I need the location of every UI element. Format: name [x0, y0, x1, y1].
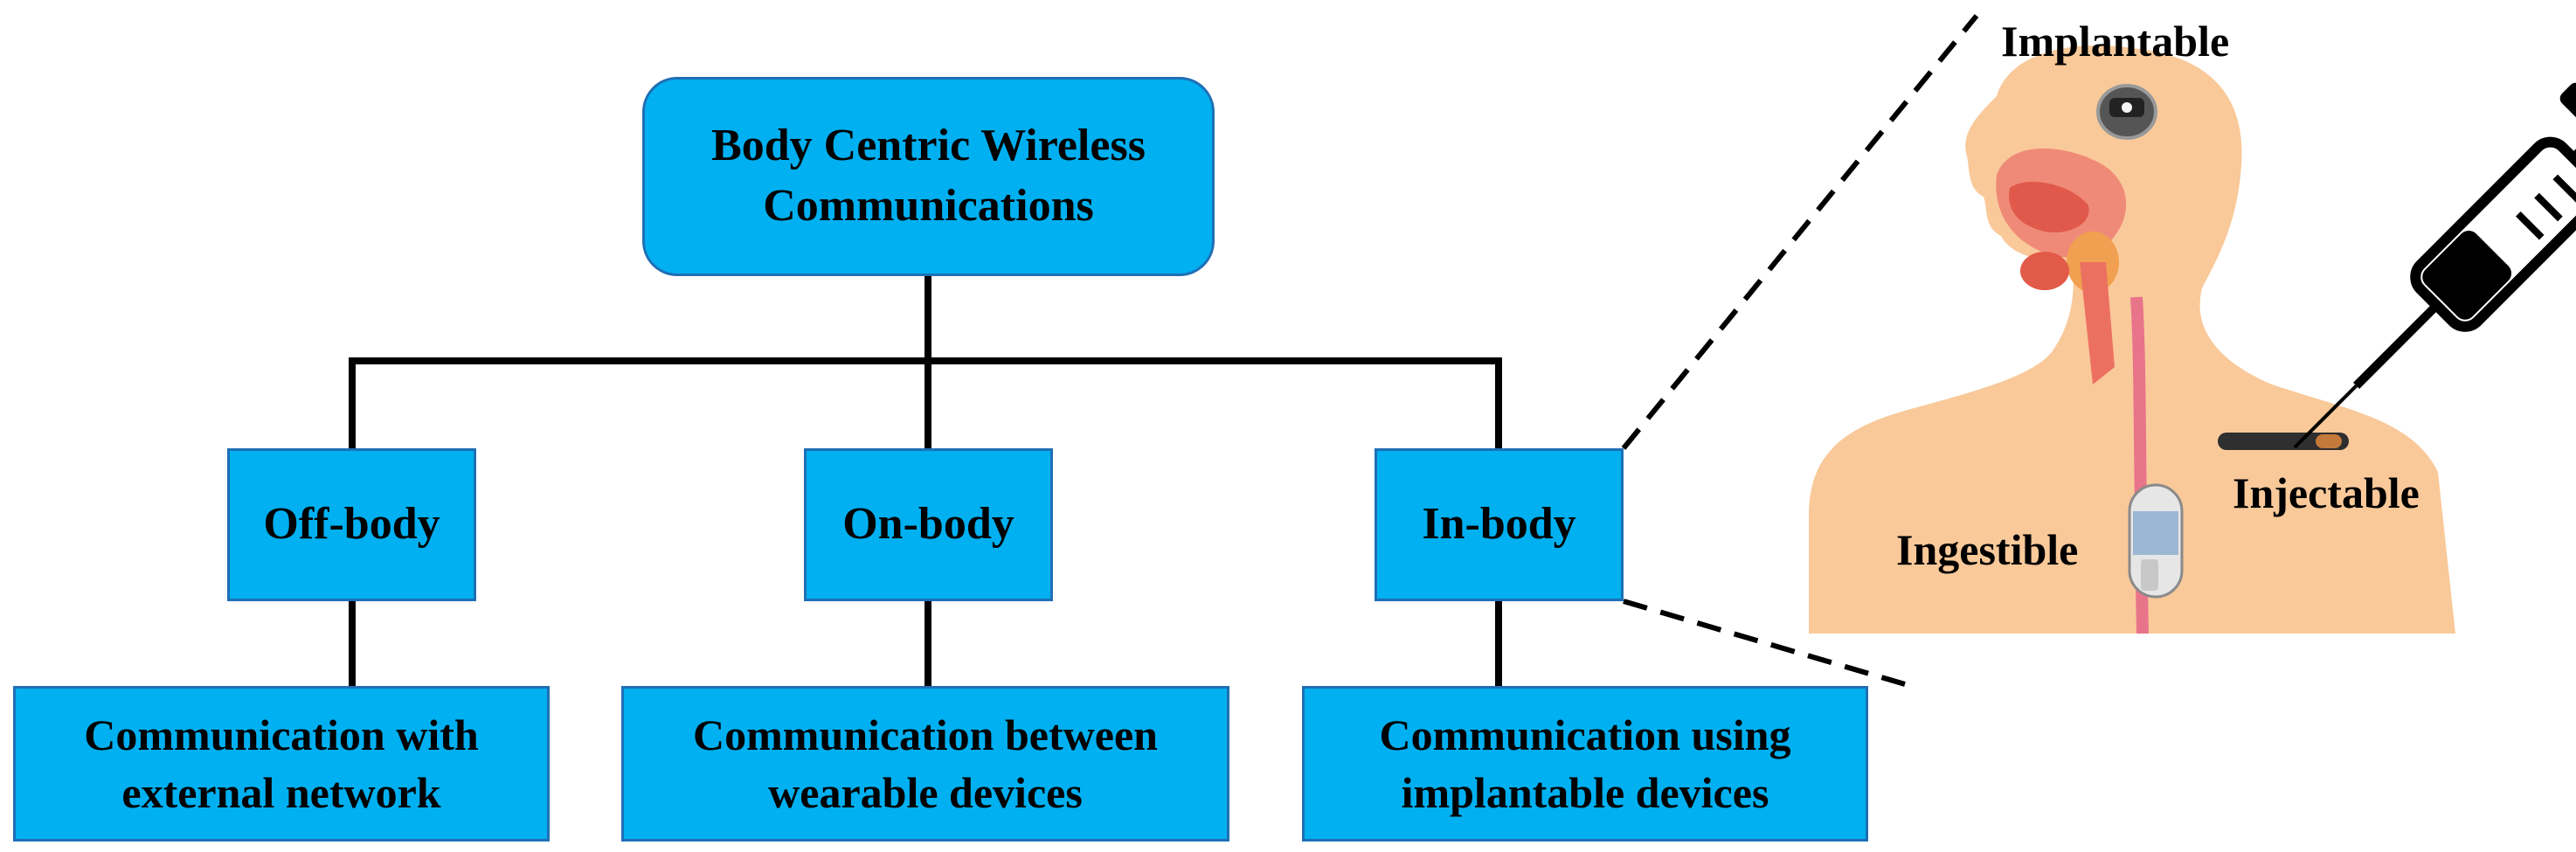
root-title-line1: Body Centric Wireless [711, 121, 1146, 171]
category-box-onbody: On-body [804, 448, 1053, 601]
ingestible-pill-icon [2128, 483, 2184, 599]
implantable-device-icon [2096, 84, 2157, 140]
label-implantable: Implantable [2001, 17, 2230, 66]
zoom-line-top [1621, 14, 1979, 450]
category-box-offbody: Off-body [227, 448, 476, 601]
syringe-icon [2293, 82, 2576, 449]
category-label: On-body [842, 499, 1014, 550]
root-title-line2: Communications [763, 181, 1094, 231]
head-section [1996, 148, 2127, 384]
body-silhouette [1809, 45, 2455, 634]
category-label: In-body [1422, 499, 1576, 550]
description-line2: implantable devices [1401, 768, 1769, 817]
description-box-inbody: Communication using implantable devices [1302, 686, 1868, 842]
description-line1: Communication using [1379, 710, 1791, 759]
category-label: Off-body [263, 499, 440, 550]
label-injectable: Injectable [2233, 468, 2420, 517]
description-line2: external network [121, 768, 441, 817]
description-box-offbody: Communication with external network [13, 686, 550, 842]
root-box: Body Centric Wireless Communications [642, 77, 1215, 276]
category-box-inbody: In-body [1375, 448, 1624, 601]
label-ingestible: Ingestible [1896, 525, 2079, 574]
body-illustration [1809, 45, 2576, 634]
injectable-chip-icon [2218, 433, 2349, 450]
description-line1: Communication with [84, 710, 479, 759]
zoom-line-bottom [1623, 599, 1906, 687]
description-box-onbody: Communication between wearable devices [621, 686, 1229, 842]
description-line1: Communication between [693, 710, 1158, 759]
description-line2: wearable devices [768, 768, 1083, 817]
